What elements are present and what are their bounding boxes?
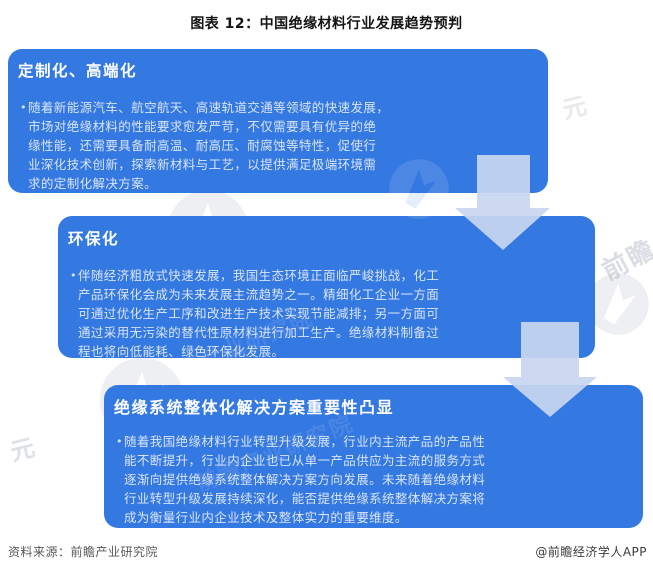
bullet-marker: • (70, 269, 77, 282)
trend-box-body: • 随着新能源汽车、航空航天、高速轨道交通等领域的快速发展， 市场对绝缘材料的性… (18, 98, 536, 193)
figure-title: 图表 12：中国绝缘材料行业发展趋势预判 (190, 16, 463, 32)
bullet-marker: • (20, 101, 27, 114)
trend-box-environmental: 环保化 • 伴随经济粗放式快速发展，我国生态环境正面临严峻挑战，化工 产品环保化… (58, 216, 595, 361)
trend-box-body: • 随着我国绝缘材料行业转型升级发展，行业内主流产品的产品性 能不断提升，行业内… (114, 432, 631, 527)
source-note: 资料来源：前瞻产业研究院 (8, 545, 159, 559)
trend-box-heading: 环保化 (68, 230, 120, 248)
trend-box-text: 随着我国绝缘材料行业转型升级发展，行业内主流产品的产品性 能不断提升，行业内企业… (124, 434, 486, 525)
yuan-watermark: 元 (559, 91, 590, 125)
bullet-marker: • (116, 435, 123, 448)
credit-note: @前瞻经济学人APP (535, 545, 647, 559)
trend-box-heading: 定制化、高端化 (18, 62, 138, 80)
trend-box-integrated-solutions: 绝缘系统整体化解决方案重要性凸显 • 随着我国绝缘材料行业转型升级发展，行业内主… (104, 385, 643, 528)
yuan-watermark: 元 (7, 433, 38, 467)
trend-box-text: 随着新能源汽车、航空航天、高速轨道交通等领域的快速发展， 市场对绝缘材料的性能要… (28, 100, 390, 191)
qianzhan-logo-watermark (587, 273, 649, 335)
trend-box-body: • 伴随经济粗放式快速发展，我国生态环境正面临严峻挑战，化工 产品环保化会成为未… (68, 266, 583, 361)
trend-box-customization: 定制化、高端化 • 随着新能源汽车、航空航天、高速轨道交通等领域的快速发展， 市… (8, 49, 548, 193)
trend-box-text: 伴随经济粗放式快速发展，我国生态环境正面临严峻挑战，化工 产品环保化会成为未来发… (78, 268, 440, 359)
brand-watermark-text: 前瞻 (597, 234, 653, 288)
trend-box-heading: 绝缘系统整体化解决方案重要性凸显 (114, 398, 395, 417)
